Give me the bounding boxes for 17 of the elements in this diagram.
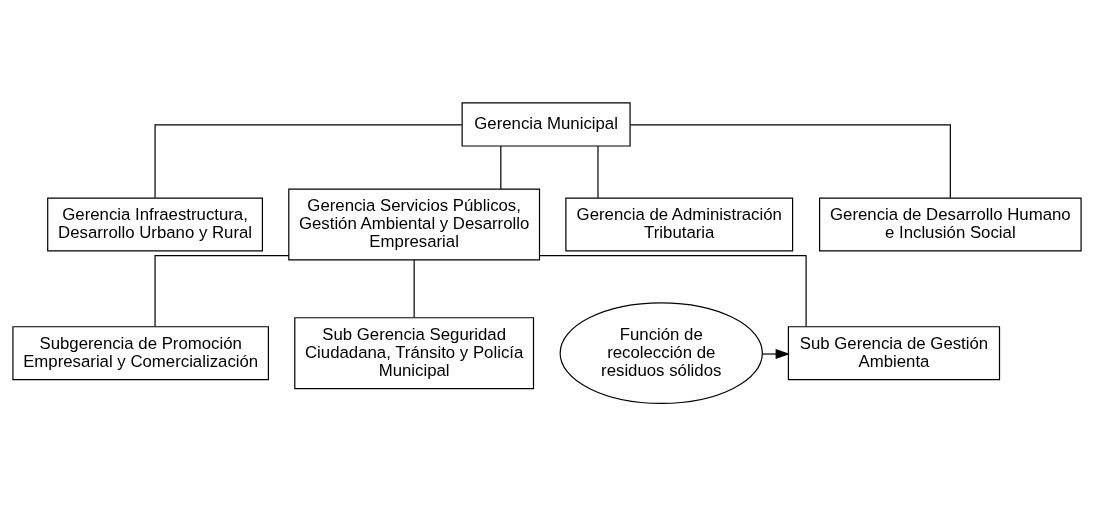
arrow [761, 348, 791, 360]
node-ellipse: Función de recolección de residuos sólidos [559, 302, 763, 405]
node-box: Subgerencia de Promoción Empresarial y Comercialización [12, 326, 270, 381]
connector [597, 145, 599, 199]
node-box: Gerencia Infraestructura, Desarrollo Urbano y Rural [47, 197, 264, 252]
connector [629, 124, 951, 199]
node-box: Gerencia Servicios Públicos, Gestión Ambiental y Desarrollo Empresarial [288, 188, 541, 261]
node-box: Gerencia Municipal [461, 102, 631, 147]
node-box: Gerencia de Desarrollo Humano e Inclusión Social [819, 197, 1082, 252]
connector [500, 145, 502, 190]
connector [154, 255, 290, 328]
connector [154, 124, 463, 199]
connector [539, 255, 807, 328]
node-box: Sub Gerencia Seguridad Ciudadana, Tránsito y Policía Municipal [294, 317, 535, 390]
node-box: Sub Gerencia de Gestión Ambienta [787, 326, 1001, 381]
connector [413, 259, 415, 318]
node-box: Gerencia de Administración Tributaria [565, 197, 794, 252]
